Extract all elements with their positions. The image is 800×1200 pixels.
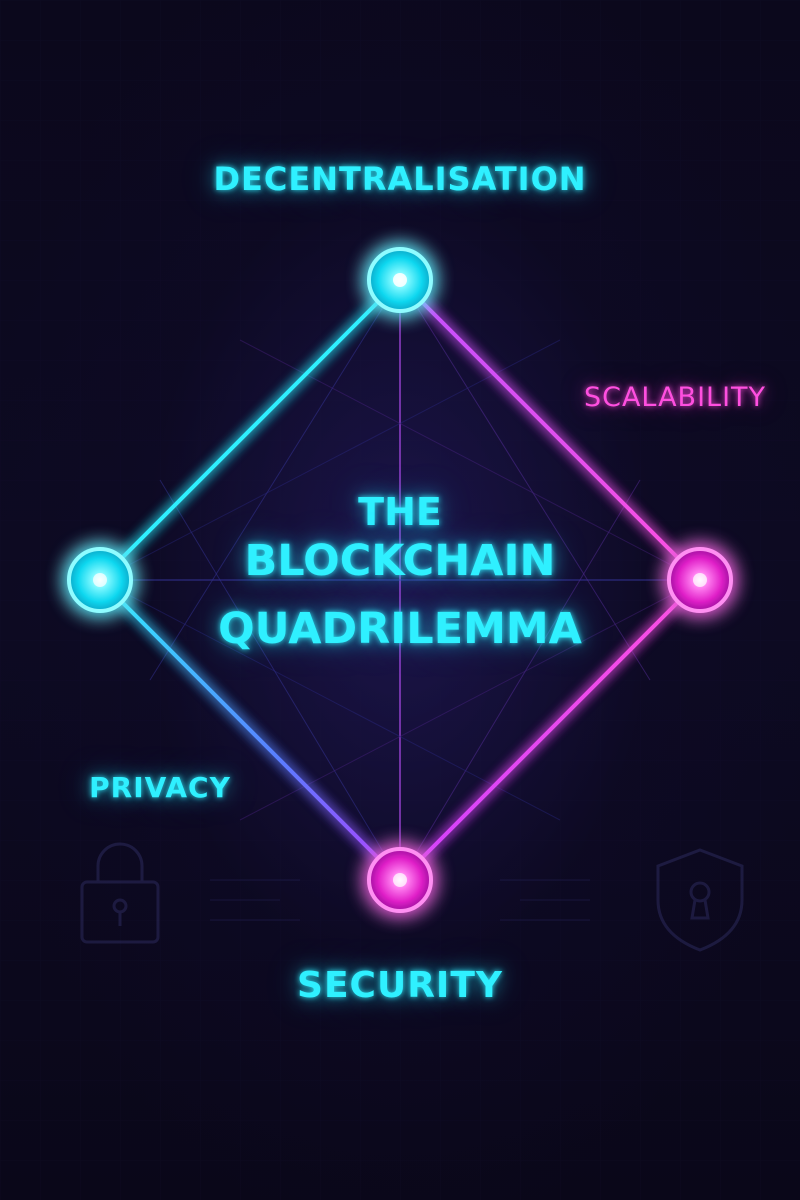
inner-web — [99, 279, 701, 881]
label-privacy: PRIVACY — [89, 771, 231, 804]
node-bottom — [367, 847, 433, 913]
edge-bottom-left — [98, 578, 402, 882]
title-line-3: QUADRILEMMA — [218, 604, 582, 654]
label-scalability: SCALABILITY — [583, 382, 767, 413]
edge-top-left — [98, 278, 402, 582]
diamond-edges — [98, 278, 702, 882]
lock-icon — [80, 842, 160, 944]
title-line-1: THE — [358, 490, 442, 534]
title-line-2: BLOCKCHAIN — [244, 536, 556, 586]
node-right — [667, 547, 733, 613]
label-decentralisation: DECENTRALISATION — [213, 160, 587, 198]
node-top — [367, 247, 433, 313]
node-left — [67, 547, 133, 613]
shield-keyhole-icon — [656, 848, 744, 952]
background-decor — [210, 879, 590, 921]
label-security: SECURITY — [297, 965, 503, 1006]
edge-bottom-right — [398, 578, 702, 882]
edge-top-right — [398, 278, 702, 582]
